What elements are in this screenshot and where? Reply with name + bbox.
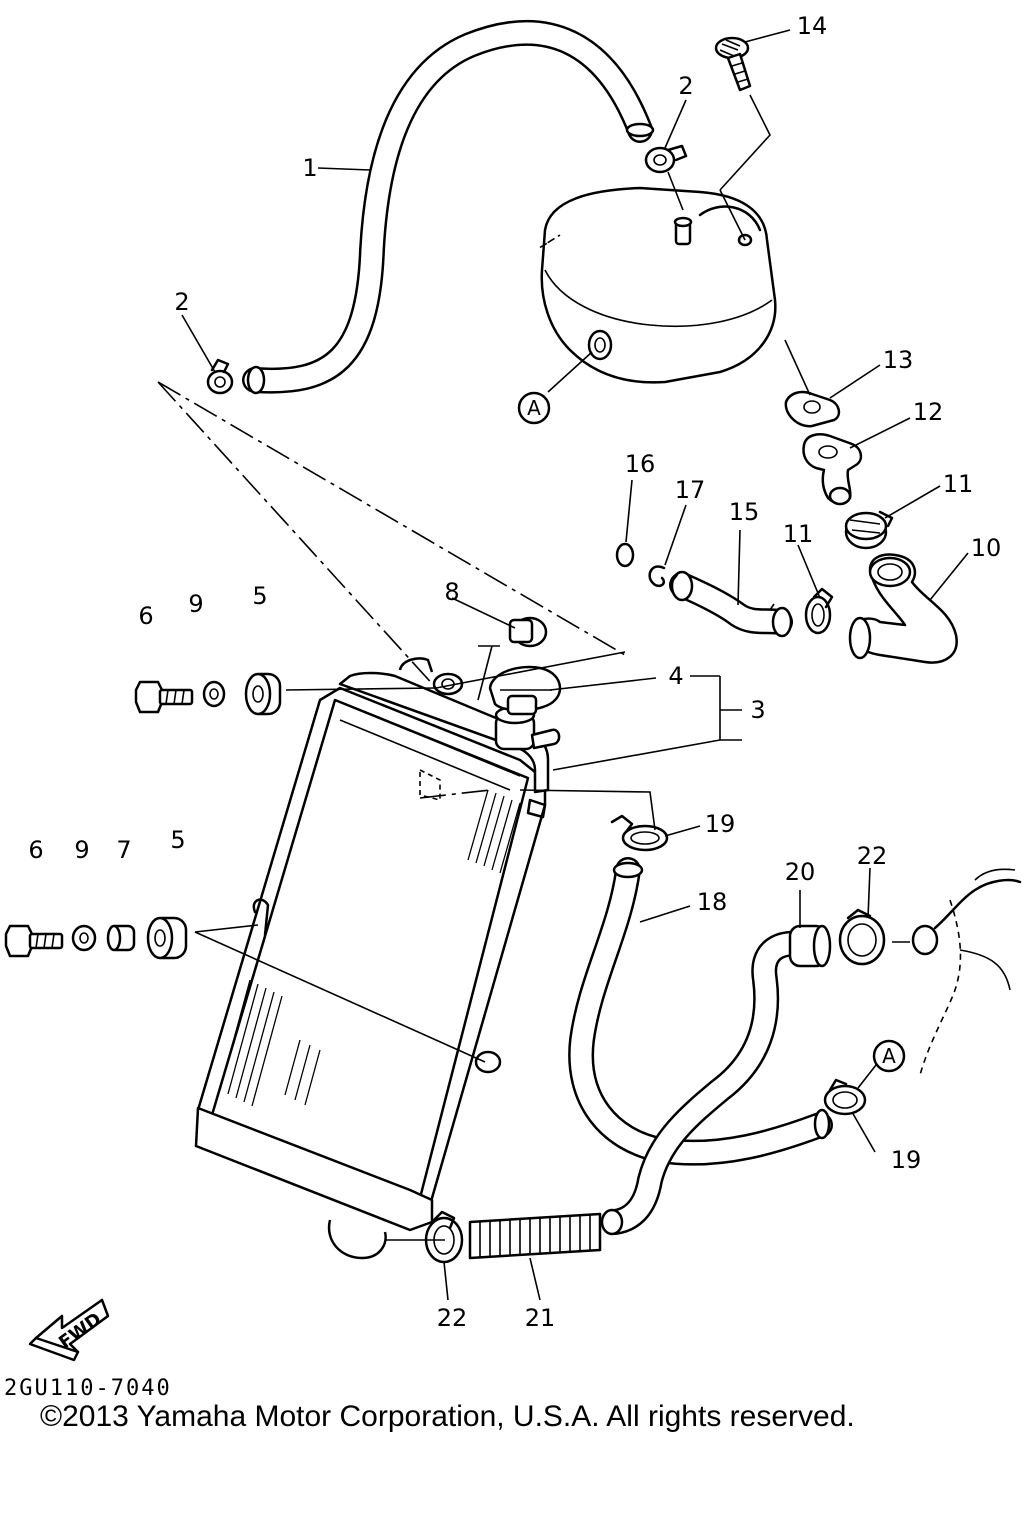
part-10-elbow-hose — [848, 553, 958, 664]
callout-19-upper: 19 — [705, 810, 736, 838]
callout-8: 8 — [444, 578, 459, 606]
part-15-water-pipe — [669, 570, 793, 638]
part-2-hose-clip-lower — [206, 358, 234, 395]
callout-6-lower: 6 — [28, 836, 43, 864]
part-9-washer-lower — [71, 924, 97, 952]
part-8-collar — [508, 616, 548, 648]
reference-a-upper: A — [517, 391, 551, 425]
part-1-overflow-hose — [242, 19, 655, 395]
part-3-radiator — [194, 657, 561, 1260]
callout-13: 13 — [883, 346, 914, 374]
part-17-o-ring — [648, 565, 666, 588]
callout-5-lower: 5 — [170, 826, 185, 854]
callout-19-lower: 19 — [891, 1146, 922, 1174]
copyright-notice: ©2013 Yamaha Motor Corporation, U.S.A. A… — [40, 1400, 855, 1433]
callout-leaders — [181, 29, 969, 1301]
callout-17: 17 — [675, 476, 706, 504]
part-4-radiator-cap — [488, 665, 562, 716]
callout-11-upper: 11 — [943, 470, 974, 498]
callout-14: 14 — [797, 12, 828, 40]
part-6-bolt-upper — [134, 680, 194, 714]
part-2-hose-clip-upper — [644, 144, 688, 174]
forward-direction-arrow: FWD — [28, 1298, 110, 1362]
callout-21: 21 — [525, 1304, 556, 1332]
svg-text:A: A — [882, 1044, 896, 1068]
callout-2-lower: 2 — [174, 288, 189, 316]
connector-lines — [157, 94, 910, 1241]
callout-1: 1 — [302, 154, 317, 182]
callout-4: 4 — [668, 662, 683, 690]
reference-a-lower: A — [872, 1039, 906, 1073]
callout-18: 18 — [697, 888, 728, 916]
radiator-fins — [219, 789, 521, 1107]
part-7-collar — [106, 924, 136, 952]
part-16-o-ring — [615, 542, 635, 568]
callout-7: 7 — [116, 836, 131, 864]
callout-15: 15 — [729, 498, 760, 526]
part-14-bolt — [714, 36, 752, 92]
part-12-elbow-pipe — [802, 433, 863, 506]
part-22-clamp-outlet — [838, 908, 886, 966]
part-20-outlet-hose — [600, 924, 832, 1236]
callout-11-lower: 11 — [783, 520, 814, 548]
callout-12: 12 — [913, 398, 944, 426]
svg-text:A: A — [527, 396, 541, 420]
callout-6-upper: 6 — [138, 602, 153, 630]
callout-16: 16 — [625, 450, 656, 478]
callout-5-upper: 5 — [252, 582, 267, 610]
drawing-code: 2GU110-7040 — [4, 1376, 172, 1401]
part-5-grommet-lower — [146, 916, 188, 960]
part-6-bolt-lower — [4, 924, 64, 958]
callout-numbers: 1 2 2 14 13 12 11 11 10 15 16 17 8 4 3 6… — [28, 12, 1001, 1332]
part-19-clamp-upper — [610, 814, 669, 852]
part-13-gasket — [784, 390, 841, 428]
callout-9-lower: 9 — [74, 836, 89, 864]
part-11-hose-clamp-upper — [844, 510, 894, 550]
callout-10: 10 — [971, 534, 1002, 562]
part-19-clamp-lower — [823, 1078, 867, 1116]
callout-22-upper: 22 — [857, 842, 888, 870]
callout-9-upper: 9 — [188, 590, 203, 618]
part-18-radiator-hose — [568, 857, 833, 1166]
callout-2-upper: 2 — [678, 72, 693, 100]
part-5-grommet-upper — [244, 672, 282, 716]
engine-outlet-stub — [911, 868, 1022, 1076]
coolant-reservoir-tank — [538, 186, 777, 384]
callout-3: 3 — [750, 696, 765, 724]
part-9-washer-upper — [202, 680, 226, 708]
callout-22-lower: 22 — [437, 1304, 468, 1332]
part-21-corrugated-hose — [468, 1212, 602, 1260]
callout-20: 20 — [785, 858, 816, 886]
